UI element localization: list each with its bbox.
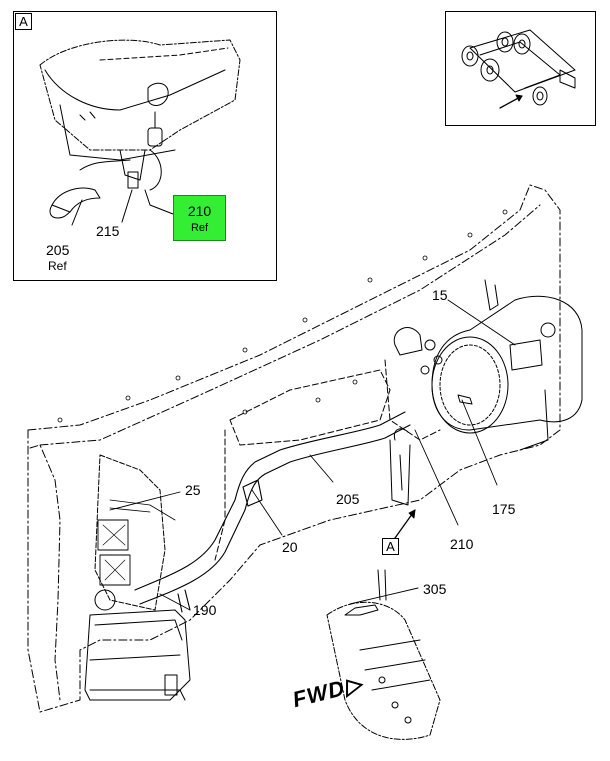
view-a-letter[interactable]: A [382,538,399,555]
callout-205-detail[interactable]: 205 [46,242,70,258]
callout-15[interactable]: 15 [432,287,448,303]
callout-210[interactable]: 210 [450,536,474,552]
dash-panel-drawing [27,184,583,740]
callout-205[interactable]: 205 [336,491,360,507]
callout-20[interactable]: 20 [282,539,298,555]
callout-190[interactable]: 190 [193,602,217,618]
detail-a-frame [13,11,277,281]
leader-lines [109,299,516,611]
hose-assembly [134,411,411,613]
detail-a-letter: A [15,13,32,30]
callout-215[interactable]: 215 [96,223,120,239]
callout-210-ref: Ref [190,222,209,234]
callout-210-number: 210 [187,203,212,219]
truck-locator-drawing [461,29,576,109]
callout-210-highlight[interactable]: 210 Ref [173,195,226,241]
callout-175[interactable]: 175 [492,501,516,517]
callout-25[interactable]: 25 [185,482,201,498]
callout-205-detail-ref: Ref [48,259,67,273]
truck-locator-frame [445,11,596,126]
callout-305[interactable]: 305 [423,581,447,597]
detail-a-drawing [39,39,241,226]
